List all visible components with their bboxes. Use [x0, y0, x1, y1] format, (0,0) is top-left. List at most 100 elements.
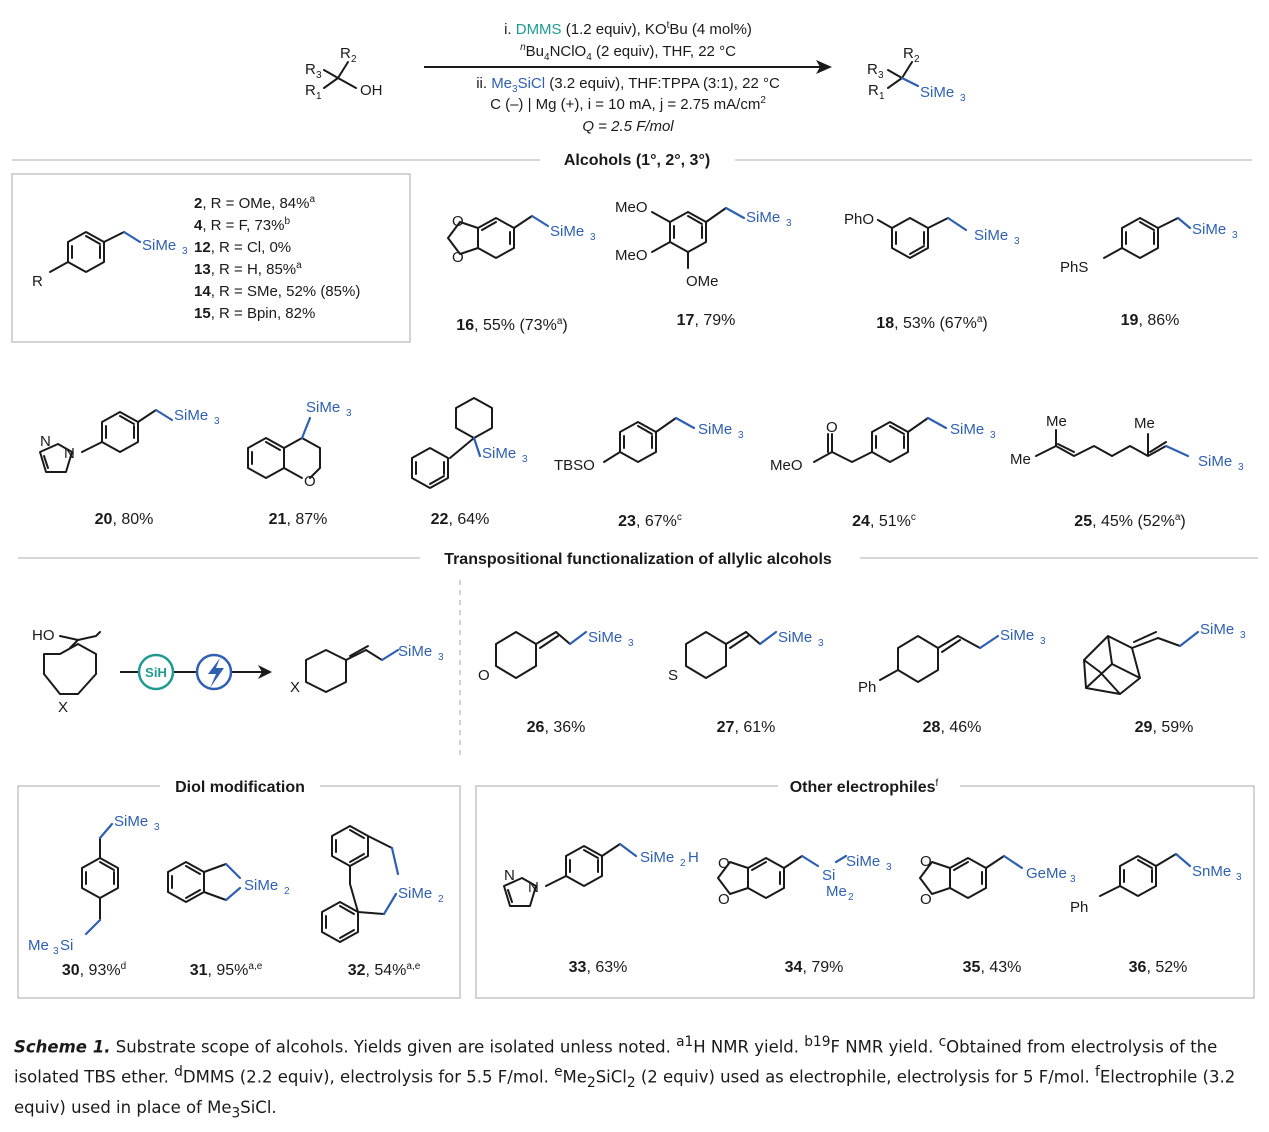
section-allylic: Transpositional functionalization of all…: [18, 551, 1258, 760]
svg-text:N: N: [40, 433, 51, 450]
svg-text:SiMe: SiMe: [398, 643, 432, 660]
svg-text:H: H: [688, 849, 699, 866]
caption-label: Scheme 1.: [14, 1037, 111, 1057]
svg-text:SiMe: SiMe: [114, 813, 148, 830]
svg-text:Me: Me: [1134, 415, 1155, 432]
svg-text:23, 67%c: 23, 67%c: [618, 512, 682, 530]
svg-text:SiMe: SiMe: [698, 421, 732, 438]
svg-text:SiMe: SiMe: [1192, 221, 1226, 238]
svg-text:O: O: [718, 891, 730, 908]
box-item-4: 4, R = F, 73%b: [194, 216, 290, 234]
box-item-13: 13, R = H, 85%a: [194, 260, 302, 278]
svg-text:MeO: MeO: [615, 247, 648, 264]
svg-text:R: R: [340, 45, 351, 62]
box-item-2: 2, R = OMe, 84%a: [194, 194, 315, 212]
svg-text:SiMe: SiMe: [174, 407, 208, 424]
svg-text:PhS: PhS: [1060, 259, 1088, 276]
svg-text:O: O: [718, 855, 730, 872]
svg-text:2: 2: [351, 54, 357, 65]
svg-text:3: 3: [590, 232, 596, 243]
svg-text:O: O: [920, 891, 932, 908]
svg-text:30, 93%d: 30, 93%d: [62, 961, 126, 979]
svg-text:SiMe: SiMe: [950, 421, 984, 438]
svg-text:R: R: [903, 45, 914, 62]
svg-text:21, 87%: 21, 87%: [269, 511, 328, 528]
svg-text:35, 43%: 35, 43%: [963, 959, 1022, 976]
svg-text:SiMe: SiMe: [920, 84, 954, 101]
svg-text:O: O: [452, 249, 464, 266]
svg-text:2: 2: [680, 858, 686, 869]
svg-text:24, 51%c: 24, 51%c: [852, 512, 916, 530]
svg-text:19, 86%: 19, 86%: [1121, 312, 1180, 329]
svg-text:20, 80%: 20, 80%: [95, 511, 154, 528]
svg-text:Ph: Ph: [858, 679, 876, 696]
svg-text:32, 54%a,e: 32, 54%a,e: [348, 961, 421, 979]
svg-text:3: 3: [1240, 630, 1246, 641]
svg-text:3: 3: [990, 430, 996, 441]
svg-text:2: 2: [438, 894, 444, 905]
svg-text:3: 3: [1040, 636, 1046, 647]
svg-text:X: X: [58, 699, 68, 716]
compound-29: SiMe 3 29, 59%: [1083, 621, 1246, 736]
svg-text:TBSO: TBSO: [554, 457, 595, 474]
svg-text:SiMe: SiMe: [1198, 453, 1232, 470]
svg-text:N: N: [504, 867, 515, 884]
svg-text:3: 3: [628, 638, 634, 649]
svg-text:GeMe: GeMe: [1026, 865, 1067, 882]
svg-text:X: X: [290, 679, 300, 696]
svg-text:3: 3: [438, 652, 444, 663]
svg-text:SiMe: SiMe: [974, 227, 1008, 244]
svg-text:29, 59%: 29, 59%: [1135, 719, 1194, 736]
svg-text:28, 46%: 28, 46%: [923, 719, 982, 736]
svg-text:1: 1: [316, 91, 322, 102]
svg-text:Me: Me: [1010, 451, 1031, 468]
svg-text:SiH: SiH: [145, 665, 167, 680]
svg-text:2: 2: [848, 892, 854, 903]
svg-text:MeO: MeO: [615, 199, 648, 216]
svg-text:N: N: [64, 445, 75, 462]
svg-text:3: 3: [522, 454, 528, 465]
svg-text:Q = 2.5 F/mol: Q = 2.5 F/mol: [582, 118, 674, 135]
svg-text:Other electrophilesf: Other electrophilesf: [790, 778, 939, 796]
svg-text:N: N: [528, 879, 539, 896]
scheme-caption: Scheme 1. Substrate scope of alcohols. Y…: [14, 1034, 1236, 1122]
svg-text:Transpositional functionalizat: Transpositional functionalization of all…: [444, 551, 832, 568]
svg-text:18, 53% (67%a): 18, 53% (67%a): [876, 314, 987, 332]
svg-text:OH: OH: [360, 82, 383, 99]
svg-text:34, 79%: 34, 79%: [785, 959, 844, 976]
box-item-15: 15, R = Bpin, 82%: [194, 305, 315, 322]
svg-text:SiMe: SiMe: [142, 237, 176, 254]
svg-text:Alcohols (1°, 2°, 3°): Alcohols (1°, 2°, 3°): [564, 152, 710, 169]
svg-text:Me: Me: [1046, 413, 1067, 430]
svg-text:SiMe: SiMe: [1200, 621, 1234, 638]
svg-text:SiMe: SiMe: [846, 853, 880, 870]
svg-text:R: R: [867, 61, 878, 78]
svg-text:31, 95%a,e: 31, 95%a,e: [190, 961, 263, 979]
svg-text:O: O: [452, 213, 464, 230]
svg-text:R: R: [868, 82, 879, 99]
svg-text:SiMe: SiMe: [588, 629, 622, 646]
svg-text:O: O: [304, 473, 316, 490]
box-yield-list: 2, R = OMe, 84%a 4, R = F, 73%b 12, R = …: [194, 194, 360, 322]
svg-text:25, 45% (52%a): 25, 45% (52%a): [1074, 512, 1185, 530]
svg-text:3: 3: [154, 822, 160, 833]
svg-text:OMe: OMe: [686, 273, 719, 290]
section-alcohols: Alcohols (1°, 2°, 3°): [12, 152, 1252, 169]
svg-text:SiMe: SiMe: [550, 223, 584, 240]
svg-text:O: O: [478, 667, 490, 684]
svg-text:36, 52%: 36, 52%: [1129, 959, 1188, 976]
